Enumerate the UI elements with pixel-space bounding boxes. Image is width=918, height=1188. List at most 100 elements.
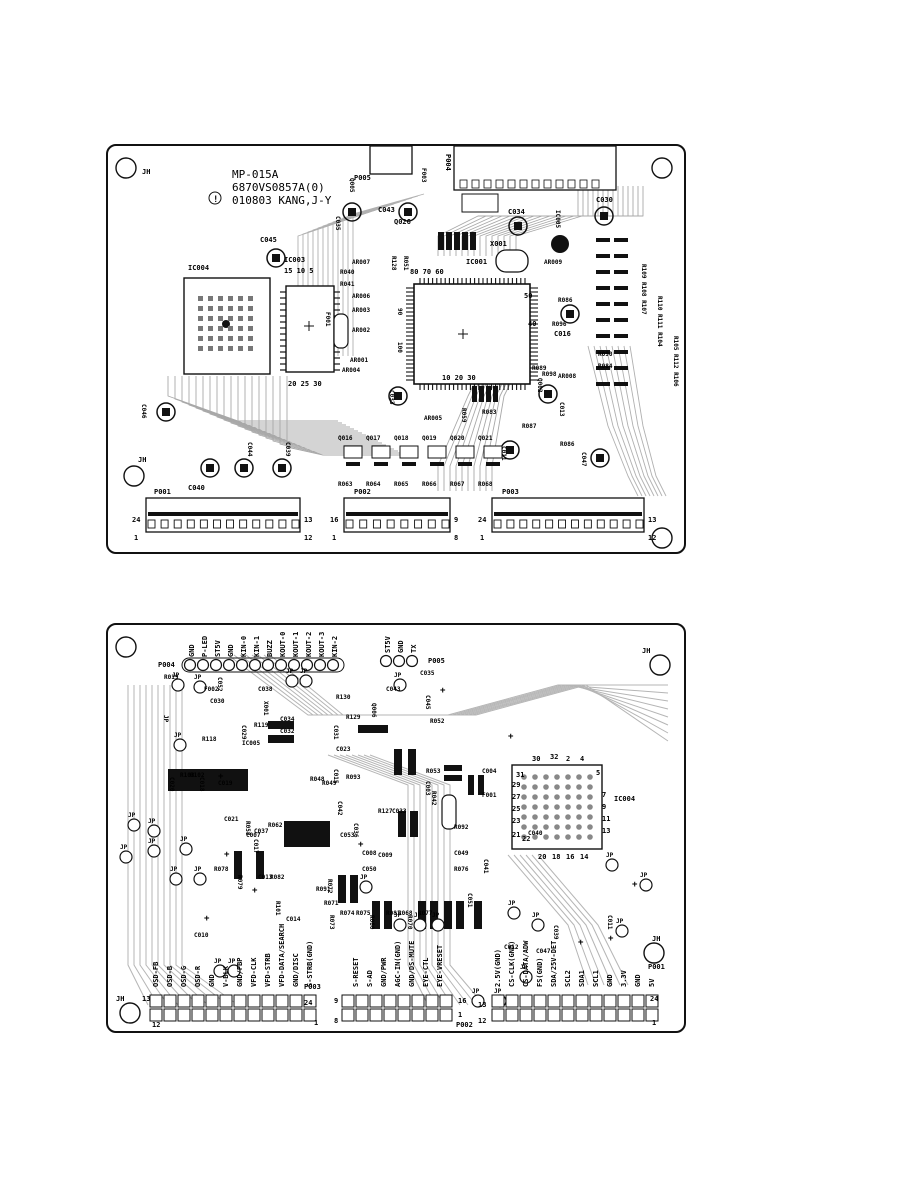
p003-pin-label: V-BLK	[222, 965, 230, 987]
ic004-pad	[565, 794, 571, 800]
p002-pad	[425, 1008, 439, 1022]
p002-pin	[441, 519, 450, 529]
p003-pin	[545, 519, 554, 529]
p002-label: P002	[354, 488, 371, 496]
jumper-label: JP	[300, 668, 308, 675]
p004-pin-label: KIN-2	[331, 636, 339, 657]
r051-label: R051	[402, 256, 409, 271]
ic004-pad	[554, 814, 560, 820]
part-label: R082	[270, 874, 285, 881]
ic004-pad	[198, 306, 203, 311]
jumper-pad	[359, 880, 373, 894]
jh-label: JH	[652, 935, 660, 943]
jumper-label: JP	[360, 874, 368, 881]
c030	[594, 206, 614, 226]
ic004-pin-number: 29	[512, 781, 520, 789]
p001-label: P001	[154, 488, 171, 496]
p002-pin-label: EYE-VRESET	[436, 945, 444, 987]
trace	[237, 376, 378, 442]
p001-pad	[645, 1008, 659, 1022]
resistor-body	[470, 232, 476, 250]
part-label: C013	[258, 874, 273, 881]
part-label: R091	[316, 886, 331, 893]
ic004-pad	[208, 296, 213, 301]
ic004-pad	[543, 794, 549, 800]
c040-label: C040	[188, 484, 205, 492]
p001-pin-label: FS(GND)	[536, 957, 544, 987]
resistor-label: R041	[340, 281, 355, 288]
ic003-label: IC003	[284, 256, 305, 264]
p001-pad	[631, 1008, 645, 1022]
jumper-pad	[193, 872, 207, 886]
ic004-pad	[587, 824, 593, 830]
p001-pad	[547, 1008, 561, 1022]
polarity-mark-icon: +	[358, 840, 364, 850]
p001-pin	[147, 519, 156, 529]
p004-label: P004	[444, 154, 452, 171]
connector-pin-number: 13	[304, 516, 312, 524]
c044-label: C044	[246, 442, 253, 457]
p001-pad	[561, 994, 575, 1008]
part-label: R053	[426, 768, 441, 775]
part-label: R019	[164, 674, 179, 681]
c034	[508, 216, 528, 236]
jumper-pad	[507, 906, 521, 920]
connector-pin-number: 16	[458, 997, 466, 1005]
component-body	[350, 875, 358, 903]
ic004-pad	[543, 824, 549, 830]
transistor-label: Q020	[450, 435, 465, 442]
ic004-pad	[532, 774, 538, 780]
p004-pad	[235, 658, 249, 672]
ic004-pin-number: 13	[602, 827, 610, 835]
ic004-pad	[554, 794, 560, 800]
ic004-pad	[248, 296, 253, 301]
jumper-label: JP	[148, 838, 156, 845]
c046	[156, 402, 176, 422]
c016	[560, 304, 580, 324]
jumper-label: JP	[494, 988, 502, 995]
trace	[525, 854, 613, 986]
ic004-pad	[218, 346, 223, 351]
trace	[209, 376, 362, 434]
transistor-label: Q017	[366, 435, 381, 442]
p003-pin	[506, 519, 515, 529]
polarity-mark-icon: +	[224, 850, 230, 860]
part-label: R119	[254, 722, 269, 729]
f001-outline	[333, 313, 349, 349]
p005-pad	[379, 654, 393, 668]
ic004-pad	[208, 346, 213, 351]
p004-pin	[591, 179, 600, 189]
ic004-pad	[218, 316, 223, 321]
p003-label: P003	[304, 983, 321, 991]
resistor-body	[614, 302, 628, 306]
p001-pad	[505, 1008, 519, 1022]
p004-pin-label: KOUT-0	[279, 632, 287, 657]
right-resistor-labels: R110 R111 R104	[656, 296, 663, 347]
p003-pad	[191, 1008, 205, 1022]
c011-pad	[506, 446, 514, 454]
right-resistor-labels: R109 R108 R107	[640, 264, 647, 315]
part-label: C035	[420, 670, 435, 677]
jumper-pad	[169, 872, 183, 886]
part-label: C023	[336, 746, 351, 753]
f001-outline	[441, 794, 457, 830]
x001-outline	[495, 249, 529, 273]
ic001-outline	[413, 283, 531, 385]
p004-pin	[519, 179, 528, 189]
p004-pad	[287, 658, 301, 672]
part-label: C014	[286, 916, 301, 923]
part-label: R073	[328, 915, 335, 930]
jumper-label: JP	[194, 674, 202, 681]
ic004-pad	[587, 794, 593, 800]
p002-pad	[341, 994, 355, 1008]
p001-pin-label: SDA/25V-DET	[550, 941, 558, 987]
component-body	[372, 901, 380, 929]
part-label: F001	[482, 792, 497, 799]
ic004-pin-number: 25	[512, 805, 520, 813]
p003-pad	[289, 994, 303, 1008]
resistor-label: R065	[394, 481, 409, 488]
ic004-pad	[238, 326, 243, 331]
ic004-pad	[565, 774, 571, 780]
jumper-pad	[227, 964, 241, 978]
part-label: R077	[418, 910, 433, 917]
